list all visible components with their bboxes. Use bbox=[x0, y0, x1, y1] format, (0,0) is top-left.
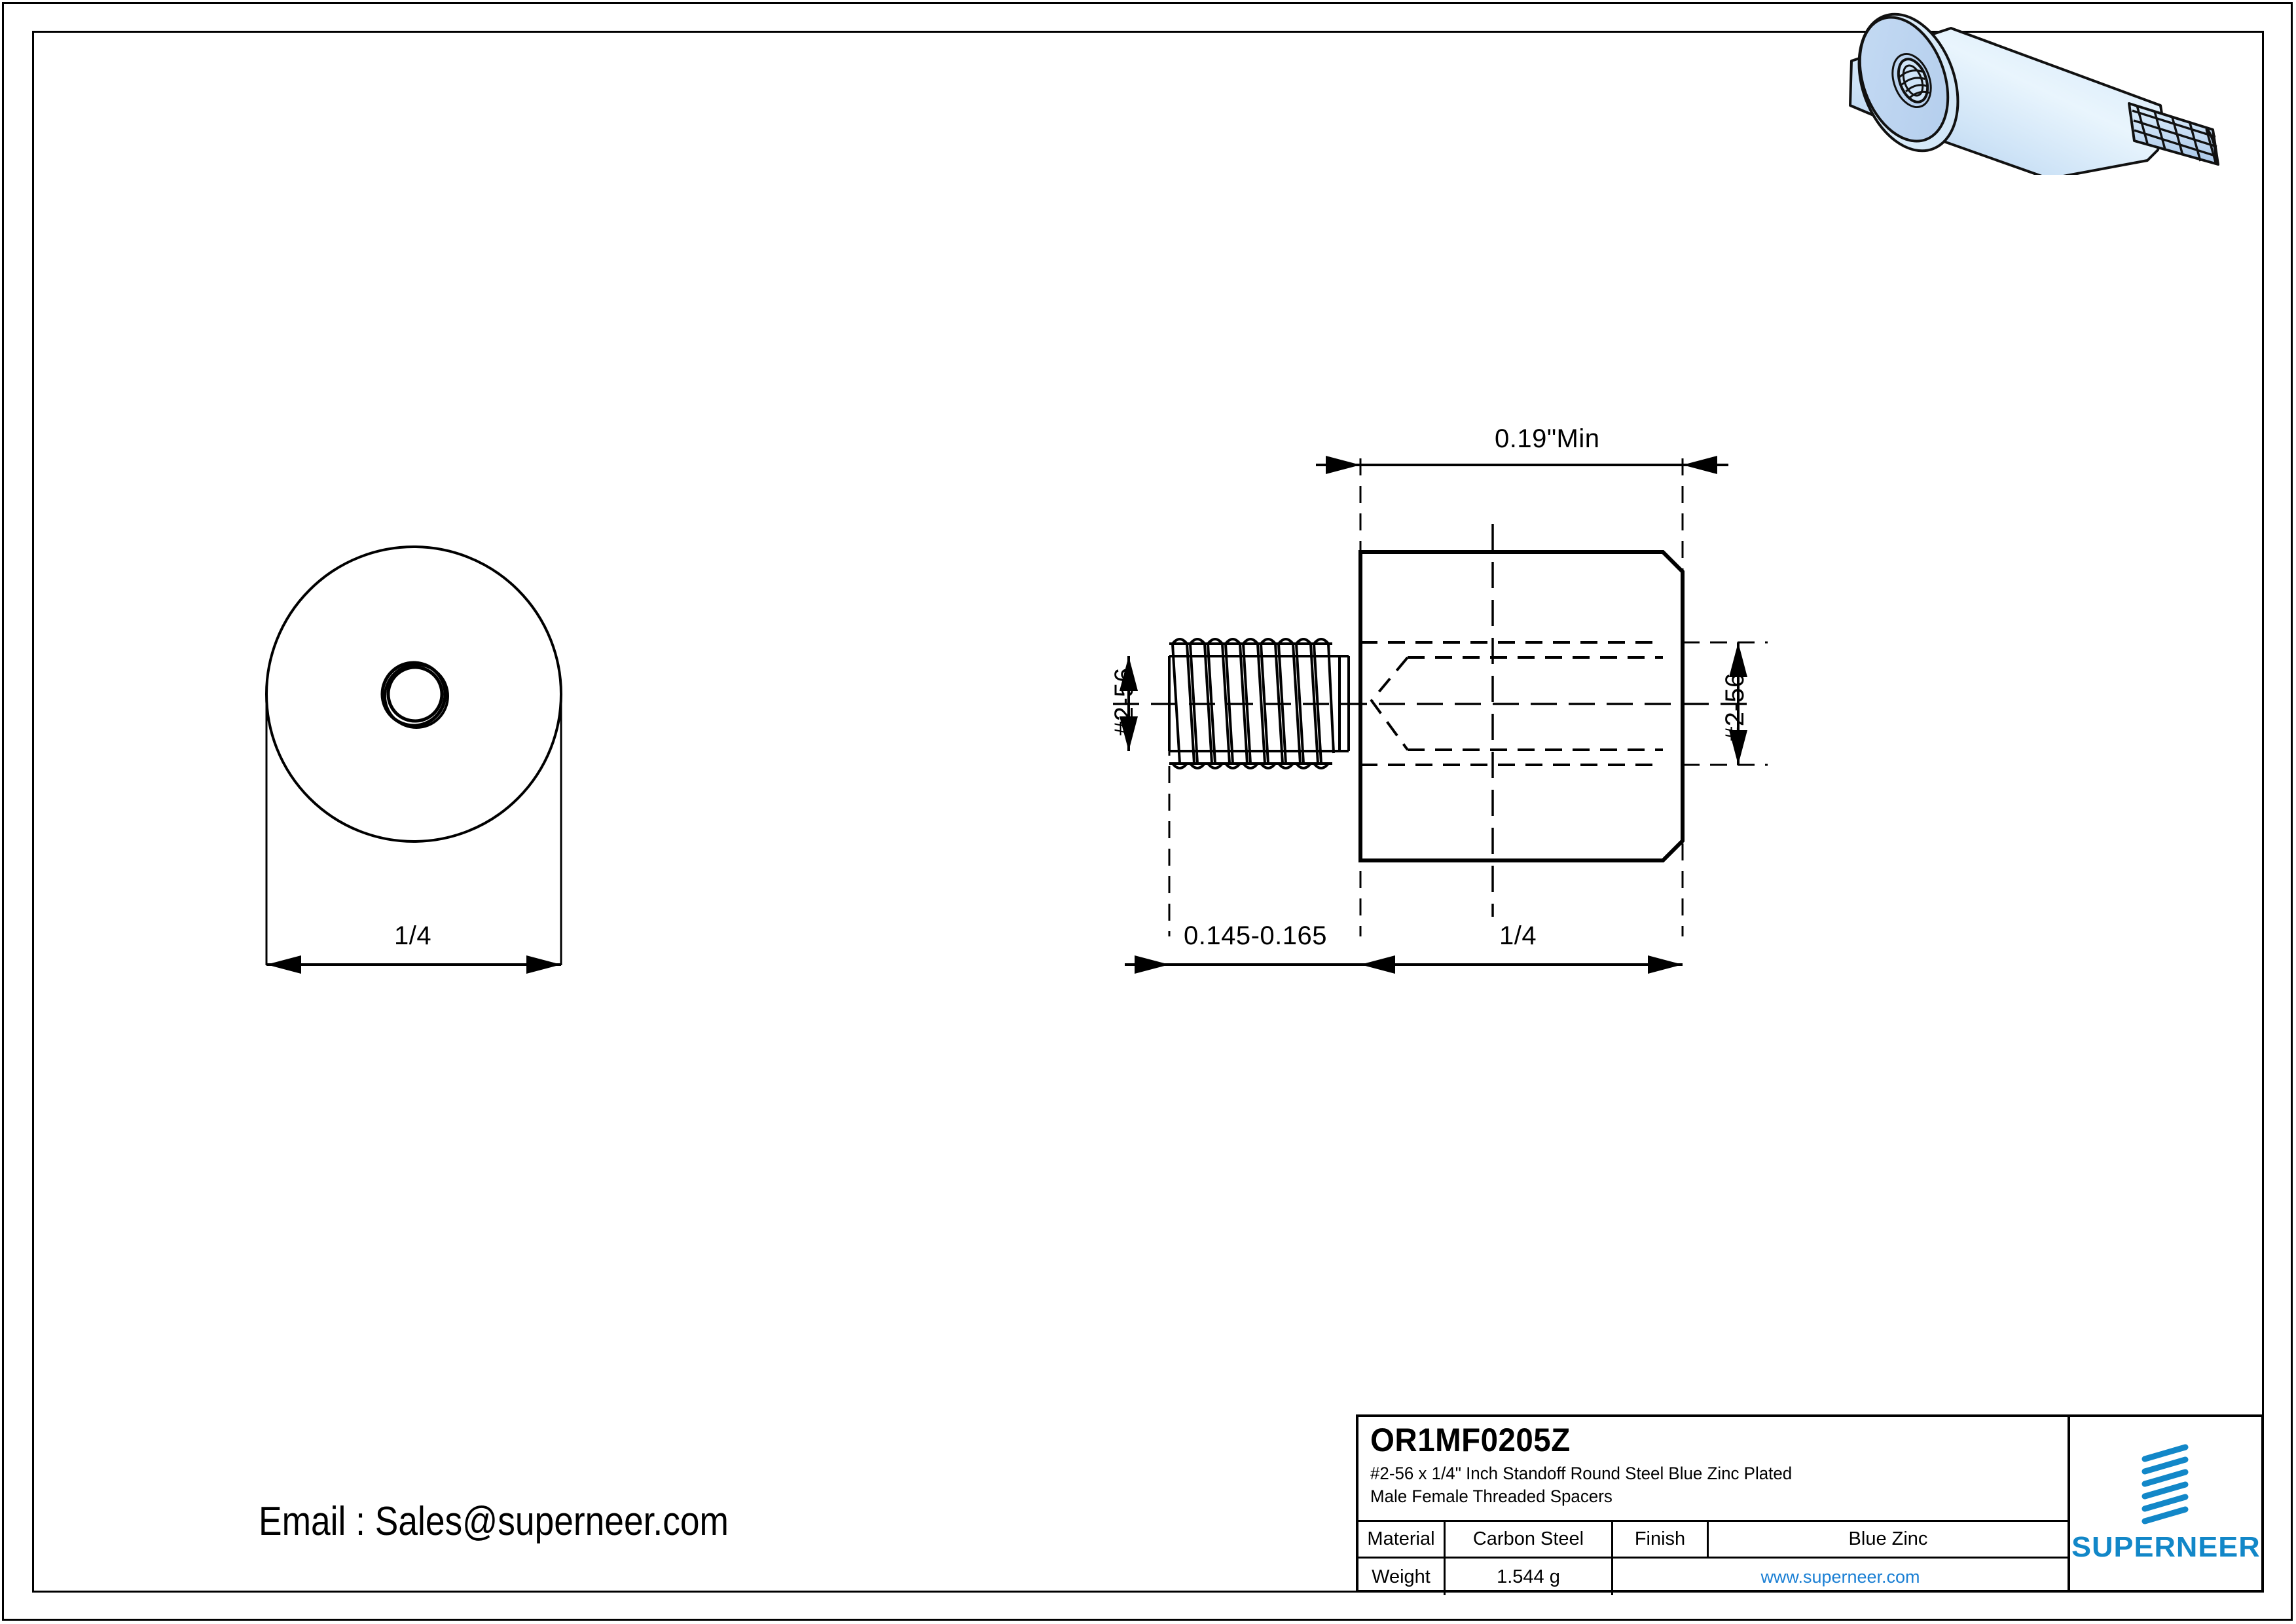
website-link[interactable]: www.superneer.com bbox=[1760, 1566, 1920, 1587]
stud-length-label: 0.145-0.165 bbox=[1184, 921, 1328, 950]
part-number: OR1MF0205Z bbox=[1370, 1422, 1571, 1458]
title-block: OR1MF0205Z #2-56 x 1/4" Inch Standoff Ro… bbox=[1356, 1414, 2264, 1595]
sheet-inner-border bbox=[32, 31, 2264, 1593]
contact-email: Email : Sales@superneer.com bbox=[259, 1499, 729, 1544]
description-line-2: Male Female Threaded Spacers bbox=[1370, 1486, 1613, 1506]
description-line-1: #2-56 x 1/4" Inch Standoff Round Steel B… bbox=[1370, 1464, 1793, 1483]
weight-website-row: Weight 1.544 g www.superneer.com bbox=[1358, 1559, 2068, 1595]
title-block-info: OR1MF0205Z #2-56 x 1/4" Inch Standoff Ro… bbox=[1358, 1417, 2070, 1595]
body-length-label: 1/4 bbox=[1499, 921, 1537, 950]
finish-value: Blue Zinc bbox=[1848, 1528, 1928, 1549]
material-finish-row: Material Carbon Steel Finish Blue Zinc bbox=[1358, 1522, 2068, 1559]
weight-value: 1.544 g bbox=[1446, 1559, 1613, 1595]
superneer-logo-icon bbox=[2137, 1443, 2195, 1527]
male-thread-size-label: #2-56 bbox=[1110, 667, 1139, 736]
title-block-description-area: OR1MF0205Z #2-56 x 1/4" Inch Standoff Ro… bbox=[1358, 1417, 2068, 1522]
weight-label: Weight bbox=[1358, 1559, 1446, 1595]
female-thread-size-label: #2-56 bbox=[1721, 673, 1749, 741]
material-value: Carbon Steel bbox=[1446, 1522, 1613, 1557]
material-label: Material bbox=[1358, 1522, 1446, 1557]
finish-label: Finish bbox=[1613, 1522, 1709, 1557]
brand-name: SUPERNEER bbox=[2071, 1531, 2261, 1563]
thread-depth-label: 0.19"Min bbox=[1495, 424, 1600, 453]
brand-area: SUPERNEER bbox=[2070, 1417, 2261, 1590]
front-diameter-label: 1/4 bbox=[394, 921, 432, 950]
isometric-model-view bbox=[1794, 3, 2296, 180]
